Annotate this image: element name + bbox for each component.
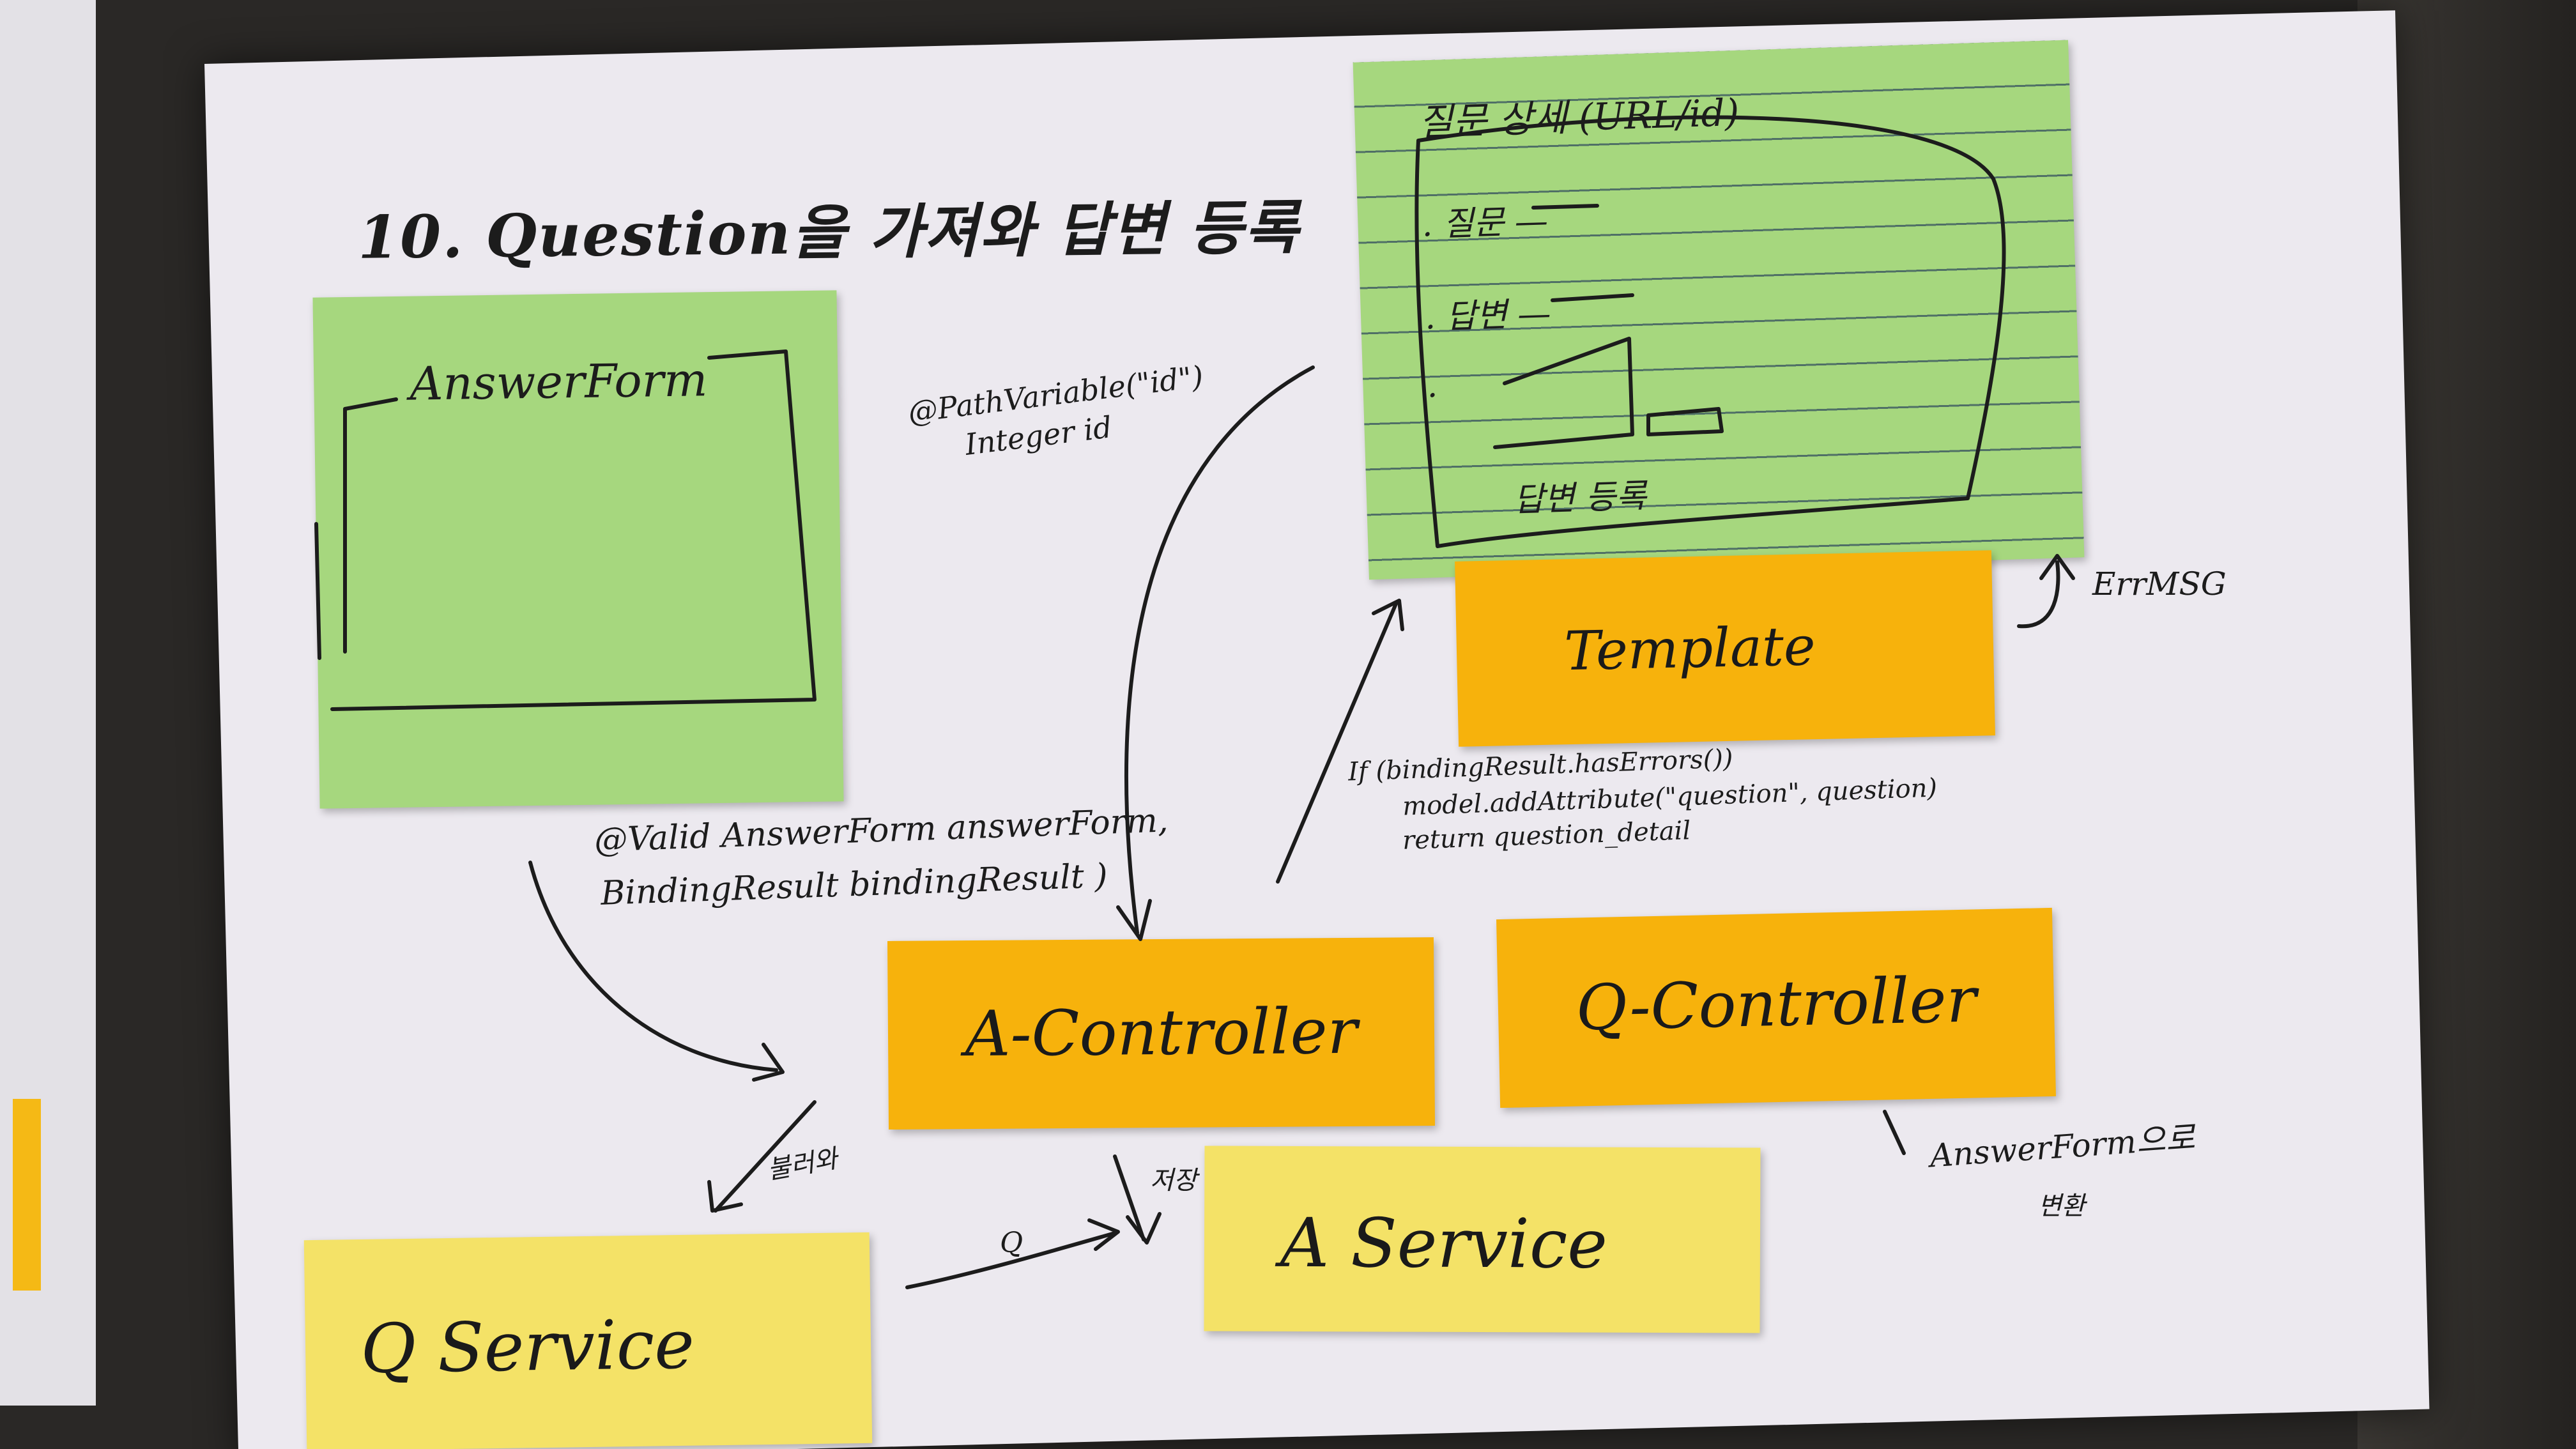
background-sticky-strip bbox=[13, 1099, 41, 1291]
template-form-note: 질문 상세 (URL/id) . 질문 — . 답변 — . 답변 등록 bbox=[1353, 40, 2085, 580]
annotation-err-msg: ErrMSG bbox=[2092, 565, 2227, 602]
a-controller-label: A-Controller bbox=[965, 995, 1358, 1071]
template-form-line-textarea: . bbox=[1426, 366, 1438, 406]
annotation-answer-form-return-2: 변환 bbox=[2038, 1192, 2085, 1221]
template-note: Template bbox=[1455, 550, 1995, 747]
answer-form-label: AnswerForm bbox=[409, 353, 708, 411]
a-service-label: A Service bbox=[1280, 1203, 1608, 1284]
template-label: Template bbox=[1563, 615, 1816, 683]
q-service-label: Q Service bbox=[360, 1305, 695, 1388]
arrow-label-q: Q bbox=[1000, 1227, 1023, 1259]
diagram-title: 10. Question을 가져와 답변 등록 bbox=[357, 193, 1300, 272]
template-form-header: 질문 상세 (URL/id) bbox=[1418, 90, 1740, 144]
arrow-label-save: 저장 bbox=[1150, 1166, 1197, 1195]
a-controller-note: A-Controller bbox=[887, 937, 1436, 1130]
q-controller-note: Q-Controller bbox=[1496, 907, 2056, 1108]
template-form-line-answer: . 답변 — bbox=[1424, 295, 1552, 337]
a-service-note: A Service bbox=[1204, 1146, 1761, 1333]
background-paper bbox=[0, 0, 96, 1406]
template-form-line-question: . 질문 — bbox=[1421, 202, 1549, 245]
q-controller-label: Q-Controller bbox=[1575, 963, 1977, 1045]
q-service-note: Q Service bbox=[303, 1232, 873, 1449]
template-form-submit-label: 답변 등록 bbox=[1513, 477, 1647, 520]
answer-form-note: AnswerForm bbox=[312, 290, 844, 809]
